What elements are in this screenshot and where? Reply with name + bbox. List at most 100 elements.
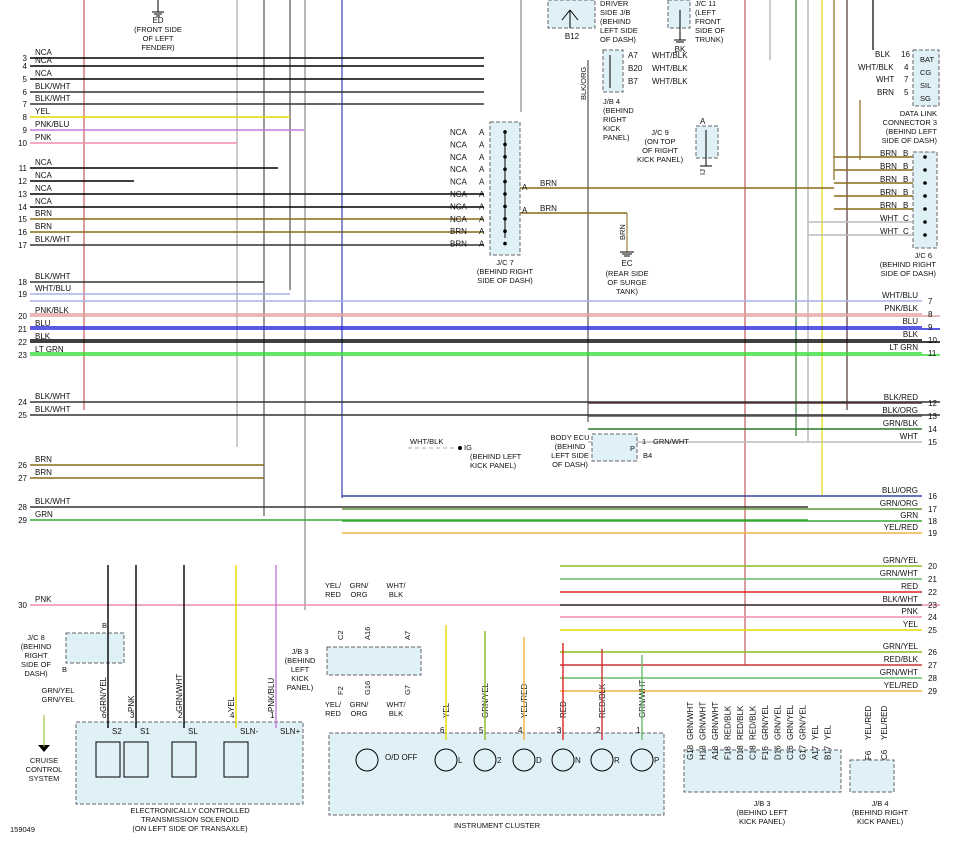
left-wire-label: PNK/BLU xyxy=(35,120,69,129)
harness-verticals xyxy=(83,0,874,665)
jb3r-pin: G18 xyxy=(686,744,695,760)
svg-text:KICK: KICK xyxy=(291,674,309,683)
solenoid-pin-number: 1 xyxy=(270,711,275,720)
right-wire-label: GRN xyxy=(900,511,918,520)
jb3r-wire-label: GRN/YEL xyxy=(774,704,783,740)
right-wire-label: WHT xyxy=(900,432,918,441)
svg-text:BRN: BRN xyxy=(877,88,894,97)
jc7-node xyxy=(503,179,507,184)
svg-text:SG: SG xyxy=(920,94,931,103)
jb3r-wire-label: GRN/YEL xyxy=(761,704,770,740)
svg-text:(BEHIND LEFT: (BEHIND LEFT xyxy=(736,808,788,817)
svg-text:ORG: ORG xyxy=(350,590,367,599)
svg-text:(BEHIND RIGHT: (BEHIND RIGHT xyxy=(880,260,937,269)
cluster-lamp xyxy=(473,748,497,772)
jc7-row-label: NCA xyxy=(450,190,468,199)
left-wire-label: BLK/WHT xyxy=(35,272,71,281)
cluster-lamp xyxy=(355,748,379,772)
left-pin-number: 15 xyxy=(18,215,27,224)
jc6-row-wire: BRN xyxy=(880,175,897,184)
svg-text:TANK): TANK) xyxy=(616,287,638,296)
svg-text:OF LEFT: OF LEFT xyxy=(143,34,174,43)
jc6-node xyxy=(923,181,927,185)
svg-text:CONNECTOR 3: CONNECTOR 3 xyxy=(883,118,937,127)
svg-text:F2: F2 xyxy=(336,686,345,695)
svg-text:G7: G7 xyxy=(403,685,412,695)
jb3r-pin: H18 xyxy=(699,745,708,760)
jb3r-pin: A18 xyxy=(711,745,720,760)
svg-text:G16: G16 xyxy=(363,681,372,695)
svg-text:7: 7 xyxy=(904,75,909,84)
left-wire-label: BLK/WHT xyxy=(35,235,71,244)
left-wire-label: BLK/WHT xyxy=(35,392,71,401)
svg-text:J/B 4: J/B 4 xyxy=(871,799,888,808)
svg-text:KICK: KICK xyxy=(603,124,621,133)
svg-text:5: 5 xyxy=(904,88,909,97)
svg-text:SIDE OF: SIDE OF xyxy=(21,660,51,669)
jb3r-wire-label: RED/BLK xyxy=(736,705,745,740)
jb3r-pin: B17 xyxy=(824,745,833,760)
svg-text:(BEHIND RIGHT: (BEHIND RIGHT xyxy=(852,808,909,817)
jc7-row-pin: A xyxy=(479,178,485,187)
svg-text:WHT/BLK: WHT/BLK xyxy=(410,437,443,446)
left-wire-label: BRN xyxy=(35,455,52,464)
jc7-node xyxy=(503,155,507,159)
svg-text:KICK PANEL): KICK PANEL) xyxy=(857,817,904,826)
cluster-pin-number: 6 xyxy=(440,726,445,735)
left-pin-number: 6 xyxy=(23,88,28,97)
jb3r-wire-label: GRN/WHT xyxy=(686,702,695,740)
solenoid-wire-label: PNK/BLU xyxy=(267,678,276,712)
jc7-row-label: NCA xyxy=(450,178,468,187)
svg-text:PANEL): PANEL) xyxy=(287,683,314,692)
jc6-row-wire: BRN xyxy=(880,201,897,210)
left-wire-label: BLK/WHT xyxy=(35,497,71,506)
svg-text:WHT/BLK: WHT/BLK xyxy=(858,63,894,72)
jb3-left: C2 A16 A7 F2 G16 G7 J/B 3 (BEHIND LEFT K… xyxy=(285,581,422,718)
svg-text:WHT/BLK: WHT/BLK xyxy=(652,64,688,73)
left-pin-number: 14 xyxy=(18,203,27,212)
right-pin-number: 17 xyxy=(928,505,937,514)
left-pin-number: 17 xyxy=(18,241,27,250)
svg-text:A16: A16 xyxy=(363,627,372,640)
right-pin-number: 8 xyxy=(928,310,933,319)
ground-ec: BRN EC (REAR SIDE OF SURGE TANK) xyxy=(606,213,648,296)
cluster-lamp-label: L xyxy=(458,756,463,765)
solenoid-pin-name: S1 xyxy=(140,727,150,736)
left-wire-label: PNK xyxy=(35,133,52,142)
svg-text:RED: RED xyxy=(325,709,341,718)
left-wire-label: NCA xyxy=(35,171,53,180)
ground-ed-code: ED xyxy=(152,16,163,25)
svg-text:SIDE OF: SIDE OF xyxy=(695,26,725,35)
left-pin-number: 24 xyxy=(18,398,27,407)
left-wire-label: NCA xyxy=(35,184,53,193)
ig-source: WHT/BLK IG (BEHIND LEFT KICK PANEL) xyxy=(408,437,522,470)
jc7-row-label: BRN xyxy=(450,227,467,236)
svg-text:KICK PANEL): KICK PANEL) xyxy=(470,461,517,470)
jc7-row-label: NCA xyxy=(450,165,468,174)
left-pin-number: 29 xyxy=(18,516,27,525)
cluster-pin-number: 4 xyxy=(518,726,523,735)
solenoid-pin-number: 4 xyxy=(230,711,235,720)
svg-text:A7: A7 xyxy=(403,631,412,640)
left-pin-number: 10 xyxy=(18,139,27,148)
jb3r-wire-label: GRN/YEL xyxy=(786,704,795,740)
svg-text:BLK/ORG: BLK/ORG xyxy=(579,66,588,100)
svg-text:P: P xyxy=(630,444,635,453)
svg-text:SYSTEM: SYSTEM xyxy=(29,774,60,783)
svg-text:BAT: BAT xyxy=(920,55,934,64)
svg-text:DATA LINK: DATA LINK xyxy=(900,109,937,118)
left-wire-label: PNK/BLK xyxy=(35,306,69,315)
right-wire-label: BLK/ORG xyxy=(882,406,918,415)
jc6-row-wire: BRN xyxy=(880,162,897,171)
solenoid-wire-label: GRN/WHT xyxy=(175,674,184,712)
jb3r-pin: D16 xyxy=(774,745,783,760)
left-wire-label: BRN xyxy=(35,468,52,477)
cluster-pin-number: 1 xyxy=(636,726,641,735)
svg-text:KICK PANEL): KICK PANEL) xyxy=(637,155,684,164)
svg-text:LEFT SIDE: LEFT SIDE xyxy=(551,451,589,460)
right-pin-number: 20 xyxy=(928,562,937,571)
